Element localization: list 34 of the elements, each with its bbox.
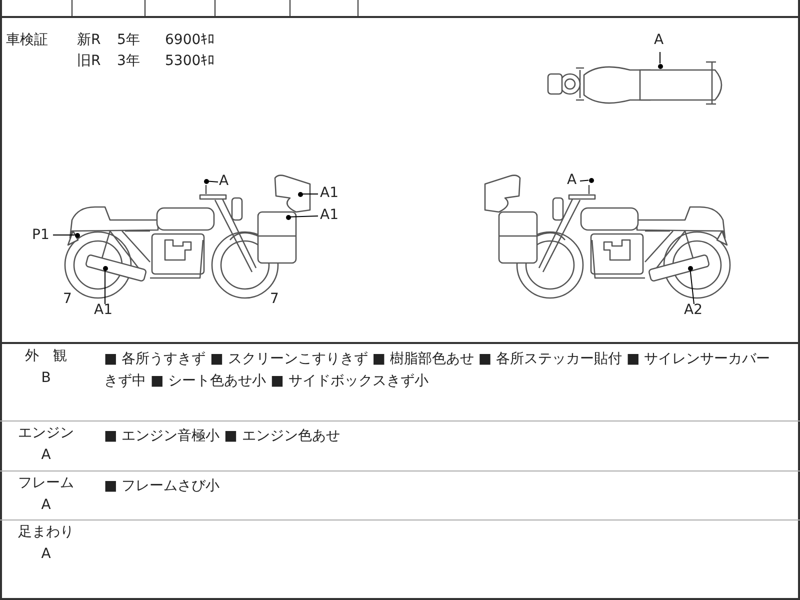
callout-number: 7 bbox=[63, 292, 72, 306]
inspection-text: 6900ｷﾛ bbox=[165, 33, 215, 47]
grade-label: B bbox=[41, 370, 51, 387]
callout-label: A2 bbox=[684, 303, 702, 317]
inspection-text: 新R bbox=[77, 33, 101, 47]
callout-number: 7 bbox=[270, 292, 279, 306]
callout-label: P1 bbox=[32, 228, 50, 242]
leader-line bbox=[290, 216, 318, 218]
callout-label: A1 bbox=[320, 186, 338, 200]
leader-line bbox=[208, 180, 218, 182]
grade-label: A bbox=[41, 546, 51, 563]
leader-line bbox=[104, 270, 106, 304]
callout-label: A1 bbox=[94, 303, 112, 317]
category-label: 外 観 bbox=[25, 348, 67, 366]
callout-label: A bbox=[567, 173, 577, 187]
inspection-text: 5年 bbox=[117, 33, 140, 47]
callout-label: A bbox=[219, 174, 229, 188]
inspection-text: 車検証 bbox=[6, 33, 48, 47]
callout-label: A1 bbox=[320, 208, 338, 222]
callout-label: A bbox=[654, 33, 664, 47]
grade-label: A bbox=[41, 446, 51, 464]
inspection-text: 5300ｷﾛ bbox=[165, 54, 215, 68]
remarks-text: ■ エンジン音極小 ■ エンジン色あせ bbox=[104, 427, 341, 446]
category-label: 足まわり bbox=[18, 524, 74, 542]
category-label: エンジン bbox=[18, 425, 74, 442]
remarks-text: ■ フレームさび小 bbox=[104, 477, 221, 496]
category-label: フレーム bbox=[18, 475, 74, 492]
inspection-text: 旧R bbox=[77, 54, 101, 68]
leader-line bbox=[690, 270, 694, 304]
grade-label: A bbox=[41, 496, 51, 514]
leader-line bbox=[580, 180, 589, 182]
leader-line bbox=[52, 234, 75, 236]
inspection-text: 3年 bbox=[117, 54, 140, 68]
remarks-text: ■ 各所うすきず ■ スクリーンこすりきず ■ 樹脂部色あせ ■ 各所ステッカー貼付 ■ サイレンサーカバーきず中 ■ シート色あせ小 ■ サイドボックスきず小 bbox=[104, 350, 772, 392]
